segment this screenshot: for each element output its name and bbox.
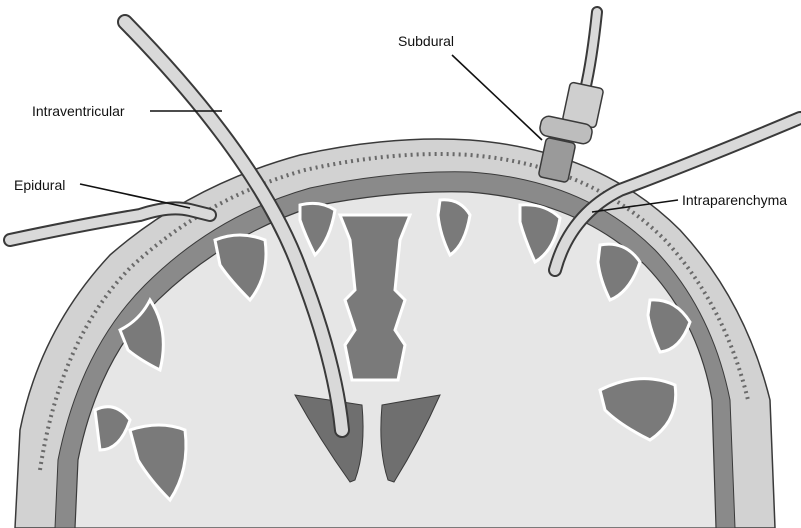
epidural-label: Epidural <box>14 177 65 193</box>
epidural-leader-line <box>80 184 190 208</box>
subdural-label: Subdural <box>398 33 454 49</box>
intraventricular-label: Intraventricular <box>32 103 125 119</box>
intraparenchyma-label: Intraparenchyma <box>682 192 787 208</box>
subdural-leader-line <box>452 55 542 140</box>
interhemispheric-fissure <box>340 215 410 380</box>
